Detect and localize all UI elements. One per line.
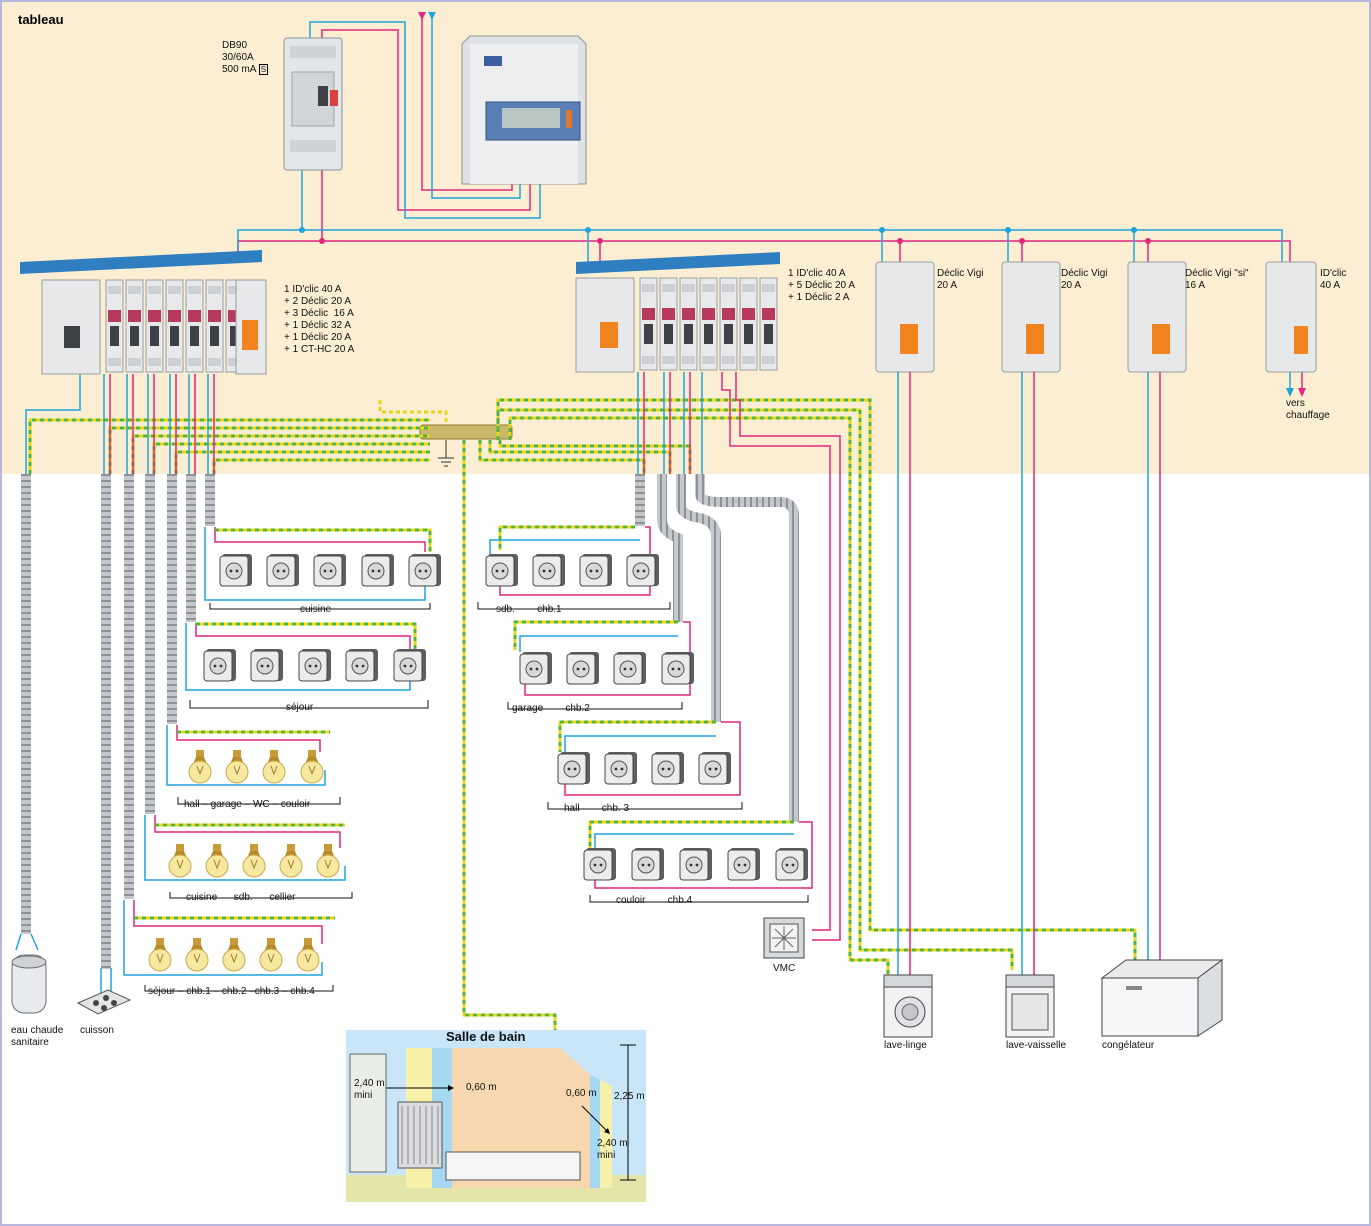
group-label-couloir-chb4: couloir chb.4 [616, 895, 693, 906]
board-drops [25, 372, 1161, 975]
group-label-sdb-chb1: sdb. chb.1 [496, 604, 562, 615]
bath-height-3: 2,25 m [614, 1091, 645, 1102]
group-label-hall-chb3: hall chb. 3 [564, 803, 630, 814]
group-label-sejour-sockets: séjour [286, 702, 314, 713]
circuit-couloir-chb4 [583, 820, 813, 889]
circuit-lights-3 [123, 900, 335, 976]
meter-device [461, 35, 587, 185]
board-left-label: 1 ID'clic 40 A+ 2 Déclic 20 A+ 3 Déclic … [284, 284, 355, 355]
circuit-lights-1 [166, 725, 330, 786]
panel-area [2, 2, 1369, 474]
circuit-sdb-chb1 [485, 525, 660, 596]
circuit-hall-chb3 [557, 720, 741, 796]
bus-dots [299, 12, 1306, 397]
group-label-cuisine-sockets: cuisine [300, 604, 332, 615]
group-brackets [144, 602, 809, 992]
vigi-devices [875, 261, 1317, 373]
bath-diagram [346, 1030, 646, 1202]
bath-width-1: 0,60 m [466, 1082, 497, 1093]
label-congelateur: congélateur [1102, 1040, 1155, 1051]
appliance-lave-vaisselle [1005, 974, 1055, 1038]
circuit-garage-chb2 [513, 620, 695, 696]
label-lave-vaisselle: lave-vaisselle [1006, 1040, 1067, 1051]
appliance-vmc [763, 917, 805, 959]
bath-title: Salle de bain [446, 1029, 526, 1044]
label-lave-linge: lave-linge [884, 1040, 927, 1051]
circuit-sejour-sockets [185, 622, 427, 691]
appliance-ecs [11, 933, 47, 1014]
vigi3-label: Déclic Vigi "si"16 A [1185, 268, 1249, 291]
circuit-cuisine-sockets [204, 527, 442, 601]
group-label-lights-3: séjour – chb.1 – chb.2 –chb.3 – chb.4 [148, 986, 315, 997]
page-title: tableau [18, 12, 64, 27]
appliance-congelateur [1100, 959, 1224, 1037]
bath-width-2: 0,60 m [566, 1088, 597, 1099]
db90-badge: S [258, 64, 269, 75]
panel-wiring [237, 14, 1303, 390]
appliance-cuisson [76, 968, 132, 1015]
board-left-device [20, 250, 267, 375]
label-vmc: VMC [773, 963, 796, 974]
group-label-lights-1: hall – garage – WC – couloir [184, 799, 311, 810]
group-label-lights-2: cuisine sdb. cellier [186, 892, 296, 903]
label-cuisson: cuisson [80, 1025, 114, 1036]
circuit-lights-2 [144, 815, 346, 881]
earth-bar [378, 400, 513, 467]
db90-device [283, 37, 343, 171]
group-label-garage-chb2: garage chb.2 [512, 703, 590, 714]
board-right-device [575, 252, 780, 373]
conduits [21, 474, 799, 969]
board-right-label: 1 ID'clic 40 A+ 5 Déclic 20 A+ 1 Déclic … [788, 268, 855, 303]
appliance-lave-linge [883, 974, 933, 1038]
